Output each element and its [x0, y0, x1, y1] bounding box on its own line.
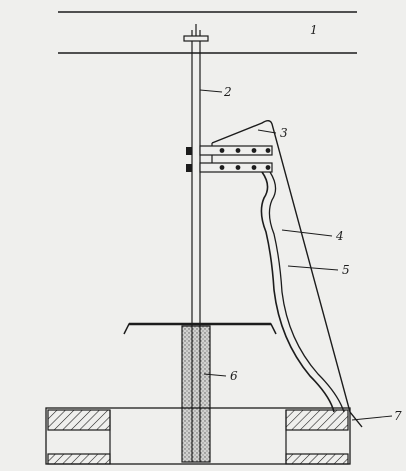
curved-profile	[260, 171, 345, 413]
callout-6: 6	[230, 369, 238, 383]
callout-3: 3	[280, 126, 288, 140]
clamp-nut-lower	[186, 164, 192, 172]
foundation-column	[181, 325, 211, 463]
rod-cap	[183, 35, 209, 42]
clamp-nut-upper	[186, 147, 192, 155]
overhead-lines	[58, 11, 357, 54]
clamp-assembly	[186, 145, 273, 173]
leader-lines	[199, 89, 393, 421]
callout-1: 1	[310, 23, 318, 37]
callout-5: 5	[342, 263, 350, 277]
base-block-left-top	[47, 409, 111, 431]
callout-2: 2	[223, 85, 232, 99]
base-blocks	[45, 407, 351, 465]
base-block-right-top	[285, 409, 349, 431]
base-block-right-bottom	[285, 453, 349, 465]
base-block-left-bottom	[47, 453, 111, 465]
base-frame	[45, 407, 351, 465]
callout-4: 4	[335, 229, 344, 243]
callout-7: 7	[394, 409, 402, 423]
